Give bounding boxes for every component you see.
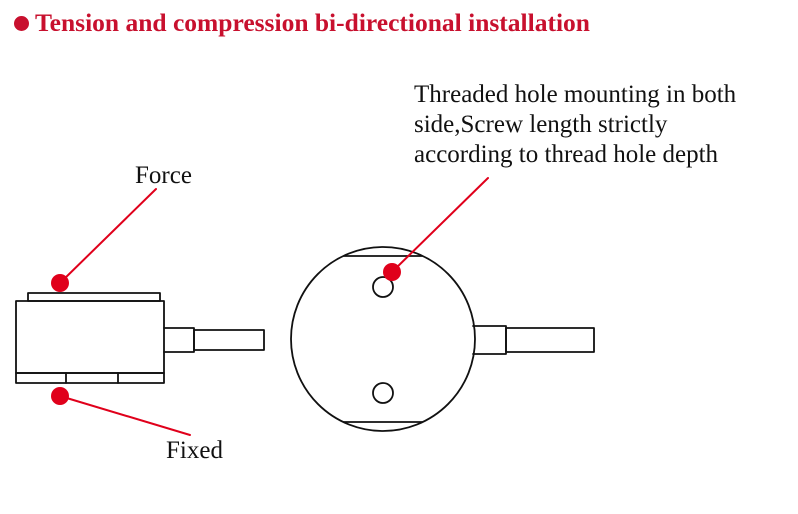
thread-note-label: Threaded hole mounting in both side,Scre… xyxy=(414,80,794,170)
thread-note-line: side,Screw length strictly xyxy=(414,111,668,138)
thread-leader-line xyxy=(391,177,489,273)
front-cable-gland xyxy=(472,325,507,355)
front-threaded-hole-top xyxy=(372,276,394,298)
thread-note-line: according to thread hole depth xyxy=(414,141,719,168)
force-leader-line xyxy=(59,188,157,284)
force-marker-dot xyxy=(51,274,69,292)
side-bottom-flange xyxy=(15,372,165,384)
side-cable xyxy=(193,329,265,351)
side-view-load-cell xyxy=(15,292,265,384)
heading-title: Tension and compression bi-directional i… xyxy=(35,8,590,37)
side-body xyxy=(15,300,165,374)
front-cable xyxy=(505,327,595,353)
bullet-icon xyxy=(14,15,29,31)
section-heading: Tension and compression bi-directional i… xyxy=(14,6,590,40)
force-label: Force xyxy=(135,162,192,189)
side-cable-gland xyxy=(163,327,195,353)
side-top-flange xyxy=(27,292,161,302)
front-body-circle xyxy=(290,246,476,432)
front-threaded-hole-bottom xyxy=(372,382,394,404)
thread-marker-dot xyxy=(383,263,401,281)
fixed-label: Fixed xyxy=(166,437,223,464)
fixed-marker-dot xyxy=(51,387,69,405)
front-view-load-cell xyxy=(290,246,595,432)
fixed-leader-line xyxy=(59,395,191,436)
thread-note-line: Threaded hole mounting in both xyxy=(414,81,737,108)
